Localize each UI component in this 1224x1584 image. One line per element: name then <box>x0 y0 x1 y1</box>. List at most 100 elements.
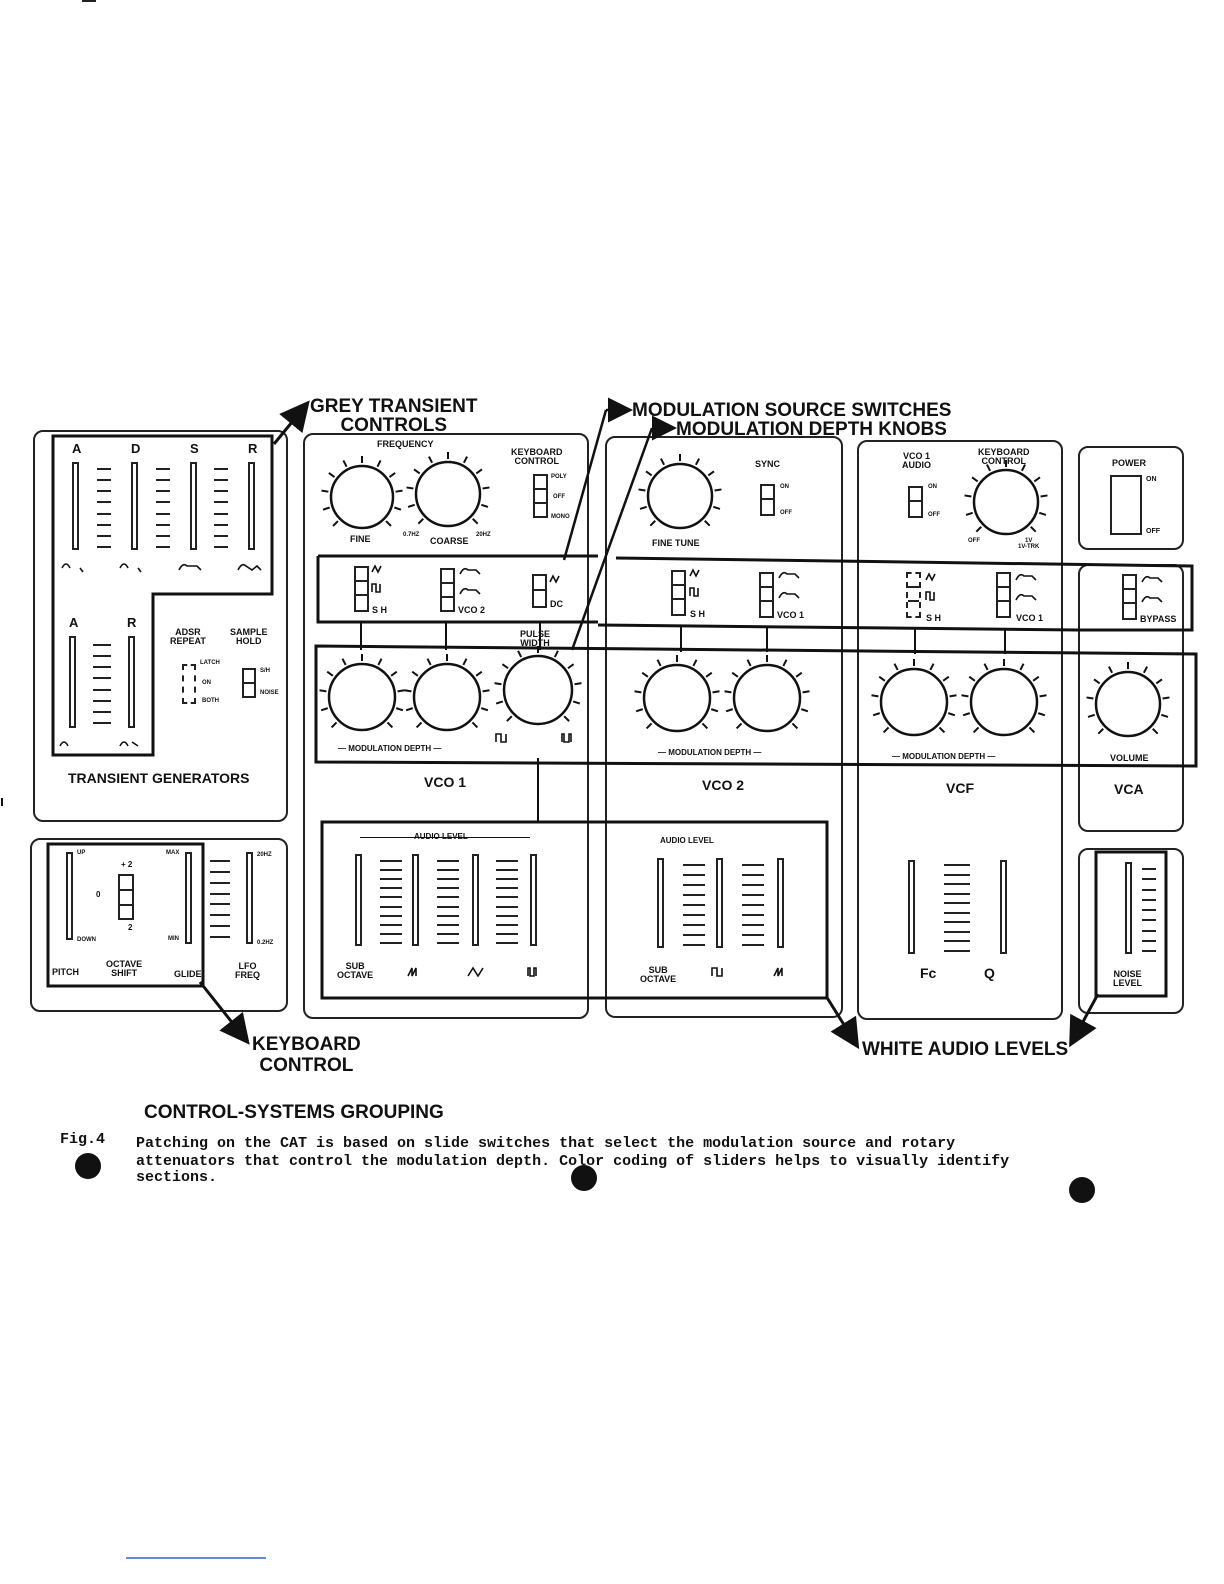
scale-tick <box>93 644 111 646</box>
scale-tick <box>683 904 705 906</box>
vco1-dc-label: DC <box>550 599 563 609</box>
vco2-sync-switch[interactable] <box>760 484 775 516</box>
scale-tick <box>437 942 459 944</box>
scale-tick <box>437 932 459 935</box>
vco2-sync-label: SYNC <box>755 459 781 469</box>
octave-plus-label: + 2 <box>121 860 133 869</box>
scale-tick <box>437 896 459 899</box>
vca-mod-source-switch[interactable] <box>1122 574 1137 620</box>
scale-tick <box>683 934 705 936</box>
scale-tick <box>683 924 705 926</box>
power-panel <box>1078 446 1184 550</box>
octave-shift-switch[interactable] <box>118 874 134 920</box>
vco1-mod-source-3-switch[interactable] <box>532 574 547 608</box>
decay-slider[interactable] <box>131 462 138 550</box>
figure-heading: CONTROL-SYSTEMS GROUPING <box>144 1102 444 1123</box>
vcf-mod-depth-1-knob[interactable] <box>867 655 961 749</box>
lfo-freq-label: LFO FREQ <box>235 961 261 981</box>
vco2-mod-source-2-switch[interactable] <box>759 572 774 618</box>
vco2-fine-tune-knob[interactable] <box>634 450 726 542</box>
vca-volume-knob[interactable] <box>1082 658 1174 750</box>
power-off-label: OFF <box>1146 528 1160 535</box>
scale-tick <box>97 546 111 548</box>
power-label: POWER <box>1112 458 1147 468</box>
vca-title: VCA <box>1114 781 1144 797</box>
scale-tick <box>380 878 402 881</box>
vcf-mod-source-2-switch[interactable] <box>996 572 1011 618</box>
attack-slider[interactable] <box>72 462 79 550</box>
vco2-mod-source-1-switch[interactable] <box>671 570 686 616</box>
vco1-keyboard-switch[interactable] <box>533 474 548 518</box>
vco2-mod-depth-2-knob[interactable] <box>720 651 814 745</box>
scale-tick <box>380 860 402 862</box>
vco2-sub-octave-slider[interactable] <box>657 858 664 948</box>
vco1-pulse-width-knob[interactable] <box>490 642 586 738</box>
scale-tick <box>214 479 228 482</box>
scale-tick <box>97 479 111 482</box>
vco2-audio-level-label: AUDIO LEVEL <box>660 836 714 845</box>
scale-tick <box>1142 868 1156 870</box>
sustain-slider[interactable] <box>190 462 197 550</box>
vco2-sub-octave-label: SUB OCTAVE <box>640 965 677 985</box>
ar-label-a: A <box>69 615 79 630</box>
vco1-sub-octave-slider[interactable] <box>355 854 362 946</box>
ar-attack-slider[interactable] <box>69 636 76 728</box>
vco1-fine-knob[interactable] <box>317 452 407 542</box>
vcf-vco1-audio-switch[interactable] <box>908 486 923 518</box>
vco1-mod-source-1-switch[interactable] <box>354 566 369 612</box>
vco2-vco1-label: VCO 1 <box>777 610 805 620</box>
pitch-down-label: DOWN <box>77 937 96 943</box>
ar-release-slider[interactable] <box>128 636 135 728</box>
scale-tick <box>742 934 764 936</box>
vco1-mod-depth-label: — MODULATION DEPTH — <box>338 744 442 753</box>
vcf-mod-depth-2-knob[interactable] <box>957 655 1051 749</box>
glide-slider[interactable] <box>185 852 192 944</box>
lfo-freq-slider[interactable] <box>246 852 253 944</box>
binder-hole <box>1069 1177 1095 1203</box>
vco1-mod-depth-1-knob[interactable] <box>315 650 409 744</box>
scale-tick <box>210 914 230 917</box>
pitch-slider[interactable] <box>66 852 73 940</box>
vco1-triangle-slider[interactable] <box>472 854 479 946</box>
binder-hole <box>75 1153 101 1179</box>
vcf-q-slider[interactable] <box>1000 860 1007 954</box>
scale-tick <box>742 914 764 916</box>
adsr-repeat-switch[interactable] <box>182 664 196 704</box>
vcf-fc-slider[interactable] <box>908 860 915 954</box>
vco1-fine-label: FINE <box>350 534 371 544</box>
octave-zero-label: 0 <box>96 890 101 899</box>
transient-panel <box>33 430 288 822</box>
vcf-sh-label: S H <box>926 613 942 623</box>
scale-tick <box>97 523 111 526</box>
vco1-frequency-label: FREQUENCY <box>377 439 434 449</box>
vco2-mod-depth-1-knob[interactable] <box>630 651 724 745</box>
vcf-panel <box>857 440 1063 1020</box>
adsr-label-d: D <box>131 441 141 456</box>
vco1-saw-slider[interactable] <box>412 854 419 946</box>
vcf-mod-source-1-switch[interactable] <box>906 572 921 618</box>
scale-tick <box>214 546 228 548</box>
scale-tick <box>97 501 111 504</box>
scale-tick <box>93 699 111 702</box>
sample-hold-switch[interactable] <box>242 668 256 698</box>
grey-transient-outline <box>51 434 274 757</box>
vco1-coarse-high-label: 20Hz <box>476 532 491 538</box>
vco1-mod-depth-2-knob[interactable] <box>400 650 494 744</box>
vco2-saw-slider[interactable] <box>777 858 784 948</box>
vco1-coarse-knob[interactable] <box>402 448 494 540</box>
vco1-pulse-slider[interactable] <box>530 854 537 946</box>
vco1-mod-source-2-switch[interactable] <box>440 568 455 612</box>
scale-tick <box>380 932 402 935</box>
vcf-off-label: OFF <box>928 512 940 518</box>
vco1-title: VCO 1 <box>424 774 467 790</box>
scale-tick <box>742 894 764 896</box>
vco2-pulse-slider[interactable] <box>716 858 723 948</box>
noise-level-slider[interactable] <box>1125 862 1132 954</box>
mod-source-band <box>316 554 1194 632</box>
release-slider[interactable] <box>248 462 255 550</box>
vcf-keyboard-control-knob[interactable] <box>960 456 1052 548</box>
sh-label: S/H <box>260 668 271 674</box>
scale-tick <box>93 677 111 680</box>
scale-tick <box>496 914 518 917</box>
power-switch[interactable] <box>1110 475 1142 535</box>
